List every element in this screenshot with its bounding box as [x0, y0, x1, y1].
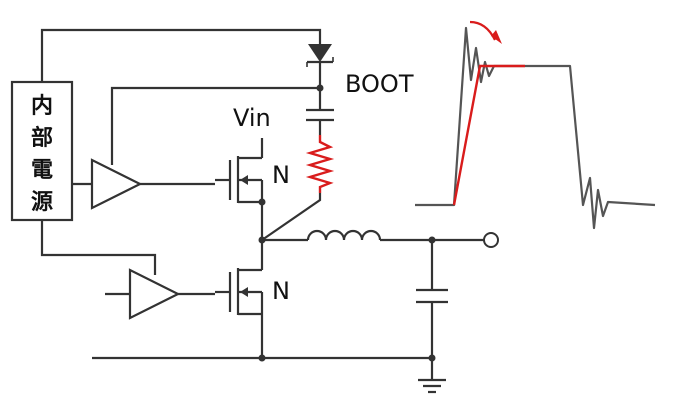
ground-icon	[418, 378, 446, 394]
high-side-mosfet	[215, 138, 264, 204]
high-driver-supply-wire	[110, 86, 320, 165]
high-side-type-label: N	[272, 161, 290, 189]
low-side-mosfet	[215, 240, 264, 358]
high-side-driver	[72, 158, 215, 210]
output-inductor	[262, 229, 432, 242]
supply-char-3: 電	[31, 158, 53, 183]
arrow-head-icon	[491, 30, 502, 44]
boot-diode	[306, 44, 334, 88]
boot-supply-wire	[40, 28, 322, 82]
output-terminal	[483, 232, 499, 248]
slowed-rise-trace	[452, 64, 525, 206]
supply-char-1: 内	[31, 94, 53, 119]
low-side-type-label: N	[272, 277, 290, 305]
internal-power-supply-block: 内 部 電 源	[10, 80, 74, 222]
ground-rail	[92, 354, 436, 380]
bootstrap-capacitor	[306, 88, 334, 135]
low-side-driver	[40, 220, 215, 320]
supply-char-2: 部	[31, 125, 53, 151]
boot-resistor	[261, 135, 335, 241]
output-capacitor	[416, 240, 448, 358]
rise-arrow	[469, 20, 496, 41]
switching-waveform	[415, 20, 656, 230]
supply-char-4: 源	[31, 190, 53, 215]
vin-label: Vin	[233, 104, 271, 132]
boot-label: BOOT	[345, 70, 414, 98]
